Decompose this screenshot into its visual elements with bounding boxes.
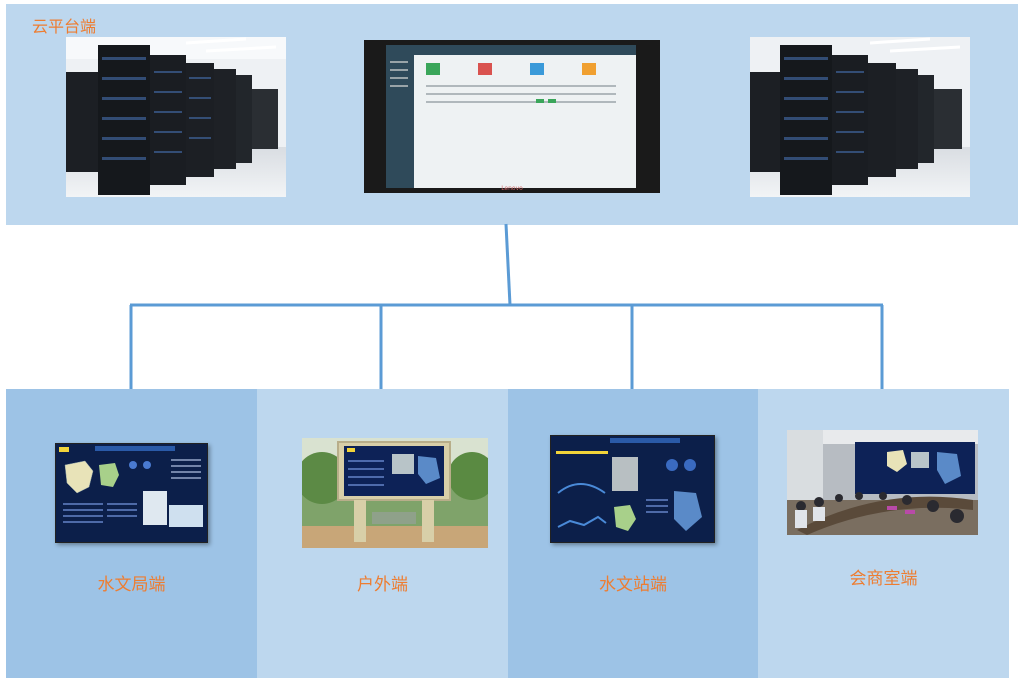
bureau-dashboard-image bbox=[55, 443, 208, 543]
server-rack-image-left bbox=[66, 37, 286, 197]
monitor-screen bbox=[386, 45, 636, 188]
outdoor-billboard-image bbox=[302, 438, 488, 548]
server-rack-image-right bbox=[750, 37, 970, 197]
terminal-label-station: 水文站端 bbox=[599, 575, 667, 595]
terminal-label-outdoor: 户外端 bbox=[357, 575, 408, 595]
meeting-room-image bbox=[787, 430, 978, 535]
station-dashboard-image bbox=[550, 435, 715, 543]
monitor-brand: Lenovo bbox=[501, 185, 523, 192]
cloud-monitor: Lenovo bbox=[364, 40, 660, 193]
cloud-platform-label: 云平台端 bbox=[32, 17, 97, 36]
terminal-label-bureau: 水文局端 bbox=[97, 575, 166, 595]
terminal-label-meeting-room: 会商室端 bbox=[849, 569, 918, 589]
